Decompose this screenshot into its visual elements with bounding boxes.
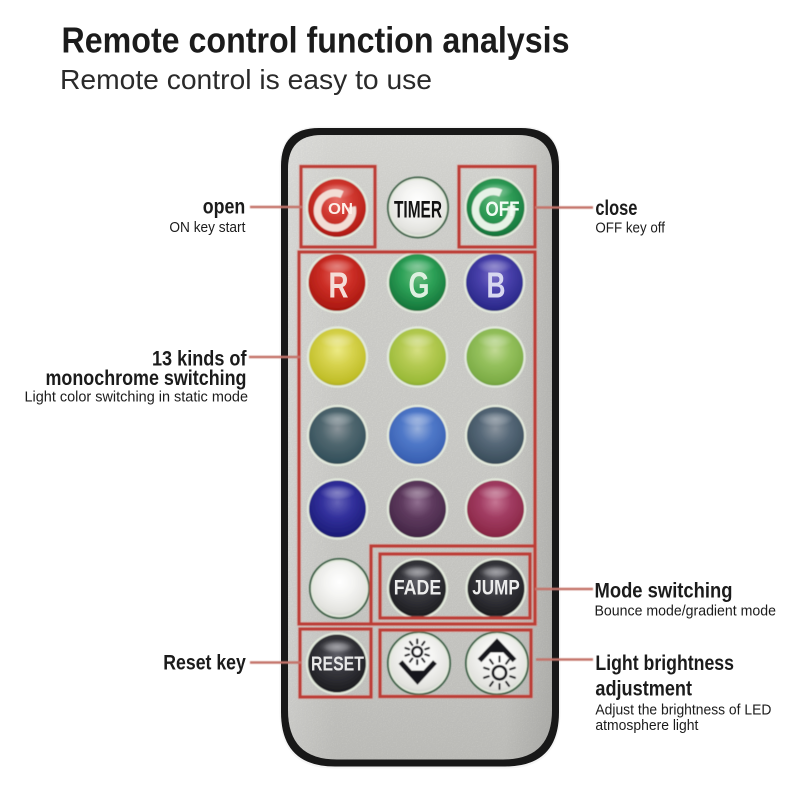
svg-text:Remote control function analys: Remote control function analysis bbox=[62, 20, 570, 61]
svg-text:13 kinds of: 13 kinds of bbox=[152, 348, 247, 371]
svg-text:JUMP: JUMP bbox=[472, 577, 520, 600]
svg-text:monochrome switching: monochrome switching bbox=[46, 367, 247, 390]
svg-text:open: open bbox=[203, 195, 246, 218]
svg-text:close: close bbox=[595, 197, 637, 220]
svg-text:RESET: RESET bbox=[311, 654, 364, 676]
svg-text:R: R bbox=[329, 265, 349, 306]
svg-text:adjustment: adjustment bbox=[595, 678, 692, 701]
svg-text:ON: ON bbox=[328, 201, 353, 218]
svg-text:G: G bbox=[409, 265, 430, 306]
svg-text:TIMER: TIMER bbox=[394, 197, 442, 224]
svg-text:Reset key: Reset key bbox=[163, 651, 246, 674]
svg-text:OFF: OFF bbox=[486, 198, 520, 221]
svg-text:Bounce mode/gradient mode: Bounce mode/gradient mode bbox=[595, 603, 777, 620]
svg-text:ON key start: ON key start bbox=[169, 219, 246, 236]
svg-text:Remote control is easy to use: Remote control is easy to use bbox=[60, 64, 432, 95]
svg-text:B: B bbox=[487, 265, 506, 306]
svg-text:FADE: FADE bbox=[394, 577, 442, 600]
svg-text:Light brightness: Light brightness bbox=[595, 652, 734, 675]
svg-text:OFF key off: OFF key off bbox=[595, 219, 665, 236]
svg-text:Adjust the brightness of LED: Adjust the brightness of LED bbox=[595, 701, 771, 718]
svg-text:atmosphere light: atmosphere light bbox=[595, 717, 699, 734]
svg-text:Light color switching in stati: Light color switching in static mode bbox=[25, 389, 249, 406]
svg-text:Mode switching: Mode switching bbox=[595, 580, 733, 603]
